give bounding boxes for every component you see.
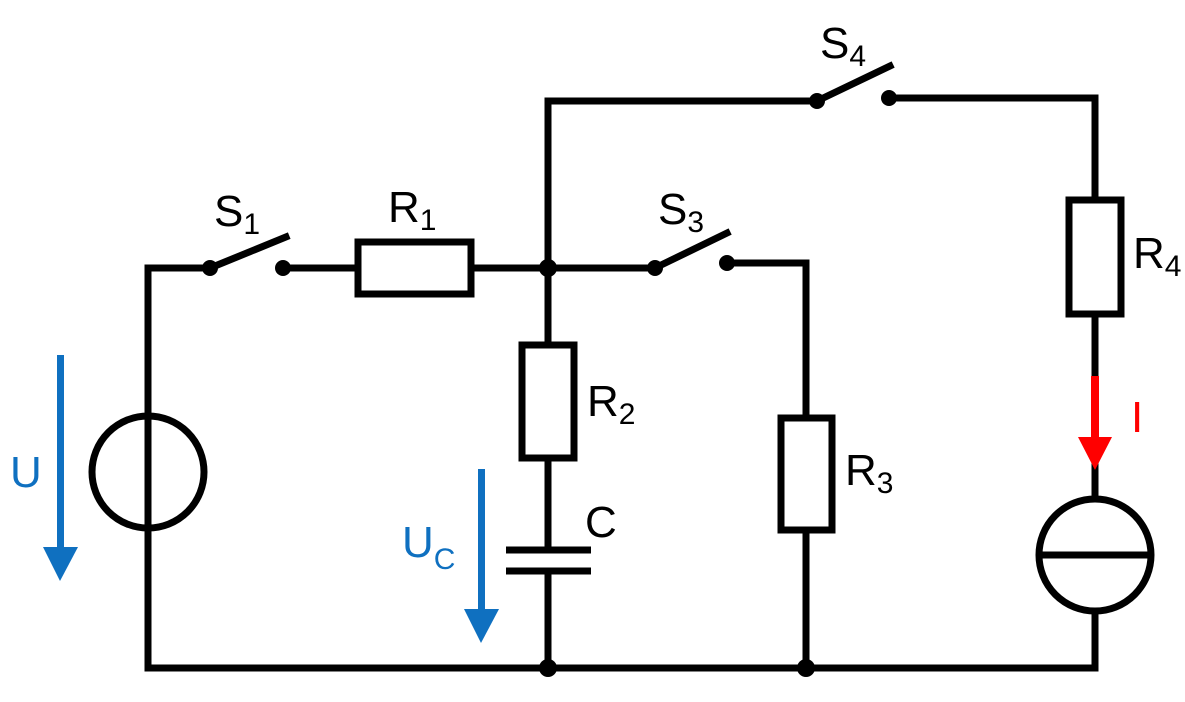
label-r1: R1 (388, 183, 436, 237)
resistor-r1: R1 (354, 183, 475, 298)
label-s3: S3 (658, 185, 704, 239)
resistor-r4: R4 (1065, 196, 1181, 318)
voltage-source (88, 412, 208, 532)
switch-s4: S4 (809, 19, 897, 109)
capacitor-c: C (506, 498, 617, 575)
wire-s3-r3 (723, 259, 810, 422)
current-source (1035, 495, 1155, 615)
label-i: I (1131, 393, 1143, 442)
current-arrow-i: I (1078, 376, 1143, 470)
junction-top (539, 259, 557, 277)
switch-s3-blade (650, 228, 732, 273)
wires (144, 94, 1099, 672)
label-r2: R2 (587, 377, 635, 431)
switch-s1-blade (205, 232, 291, 273)
junction-bottom-c (539, 659, 557, 677)
label-u: U (10, 448, 42, 497)
resistor-r3-body (777, 414, 836, 534)
label-r3: R3 (845, 446, 893, 500)
voltage-source-circle (88, 412, 208, 532)
junction-bottom-r3 (797, 659, 815, 677)
voltage-arrow-u: U (10, 355, 78, 581)
switch-s3-contact-right (719, 255, 735, 271)
voltage-arrow-uc-head (464, 609, 499, 643)
label-s4: S4 (820, 19, 866, 73)
voltage-arrow-uc: UC (402, 469, 499, 643)
voltage-arrow-u-shaft (57, 355, 64, 550)
resistor-r1-body (354, 238, 475, 298)
switch-s4-contact-right (881, 90, 897, 106)
current-arrow-i-shaft (1091, 376, 1099, 438)
label-c: C (585, 498, 617, 547)
label-s1: S1 (214, 187, 260, 241)
switch-s3-contact-left (647, 260, 663, 276)
switch-s1: S1 (202, 187, 291, 276)
current-arrow-i-head (1078, 437, 1112, 470)
resistor-r2-body (518, 341, 578, 462)
switch-s1-contact-left (202, 260, 218, 276)
wire-source-bottom (144, 608, 1099, 672)
wire-s4-r4 (885, 94, 1099, 204)
voltage-arrow-uc-shaft (478, 469, 485, 614)
resistor-r2: R2 (518, 341, 635, 462)
resistor-r4-body (1065, 196, 1125, 318)
label-uc: UC (402, 518, 455, 576)
switch-s4-blade (812, 61, 895, 106)
switch-s4-contact-left (809, 93, 825, 109)
resistor-r3: R3 (777, 414, 893, 534)
label-r4: R4 (1133, 229, 1181, 283)
voltage-arrow-u-head (43, 547, 78, 581)
switch-s3: S3 (647, 185, 735, 276)
wire-left (144, 264, 214, 672)
switch-s1-contact-right (275, 260, 291, 276)
wire-junction-s4 (544, 97, 821, 272)
